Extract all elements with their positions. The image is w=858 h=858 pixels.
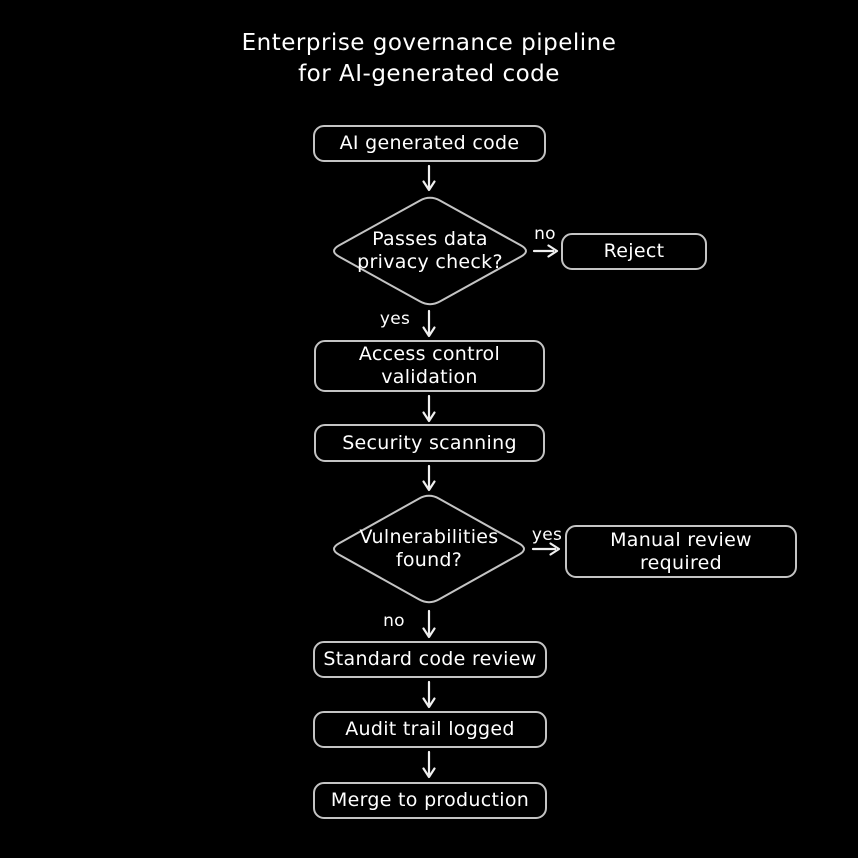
arrow-ai-to-privacy [422, 164, 436, 192]
node-merge-to-production: Merge to production [313, 782, 547, 819]
node-audit-trail-logged: Audit trail logged [313, 711, 547, 748]
node-merge-to-production-label: Merge to production [330, 789, 530, 811]
node-ai-generated-code: AI generated code [313, 125, 546, 162]
diagram-title-line1: Enterprise governance pipeline [241, 30, 617, 56]
edge-label-privacy-yes: yes [379, 309, 411, 329]
arrow-standard-to-audit [422, 680, 436, 709]
privacy-check-diamond [333, 196, 527, 306]
edge-label-vuln-yes: yes [531, 525, 563, 545]
arrow-privacy-to-access [422, 309, 436, 338]
node-standard-code-review: Standard code review [313, 641, 547, 678]
node-privacy-check-label: Passes data privacy check? [357, 228, 503, 273]
node-reject-label: Reject [603, 240, 665, 262]
edge-label-privacy-no: no [534, 224, 556, 244]
node-security-scanning: Security scanning [314, 424, 545, 462]
diagram-title-line2: for AI-generated code [298, 61, 560, 87]
arrow-access-to-security [422, 394, 436, 423]
vulnerabilities-diamond [333, 494, 525, 604]
arrow-vuln-to-standard [422, 609, 436, 639]
node-vulnerabilities-found: Vulnerabilities found? [339, 523, 519, 575]
node-reject: Reject [561, 233, 707, 270]
node-audit-trail-logged-label: Audit trail logged [345, 718, 515, 740]
arrow-audit-to-merge [422, 750, 436, 779]
node-privacy-check: Passes data privacy check? [340, 225, 520, 277]
node-standard-code-review-label: Standard code review [323, 648, 537, 670]
arrow-vuln-to-manual [531, 542, 561, 556]
diagram-title: Enterprise governance pipeline for AI-ge… [0, 28, 858, 90]
node-access-control-validation-label: Access control validation [358, 343, 501, 388]
node-ai-generated-code-label: AI generated code [339, 132, 520, 154]
node-security-scanning-label: Security scanning [342, 431, 517, 454]
node-vulnerabilities-found-label: Vulnerabilities found? [359, 526, 499, 571]
arrow-security-to-vuln [422, 464, 436, 492]
edge-label-vuln-no: no [383, 611, 405, 631]
node-manual-review-required: Manual review required [565, 525, 797, 578]
arrow-privacy-to-reject [532, 244, 559, 258]
node-access-control-validation: Access control validation [314, 340, 545, 392]
node-manual-review-required-label: Manual review required [610, 528, 752, 574]
